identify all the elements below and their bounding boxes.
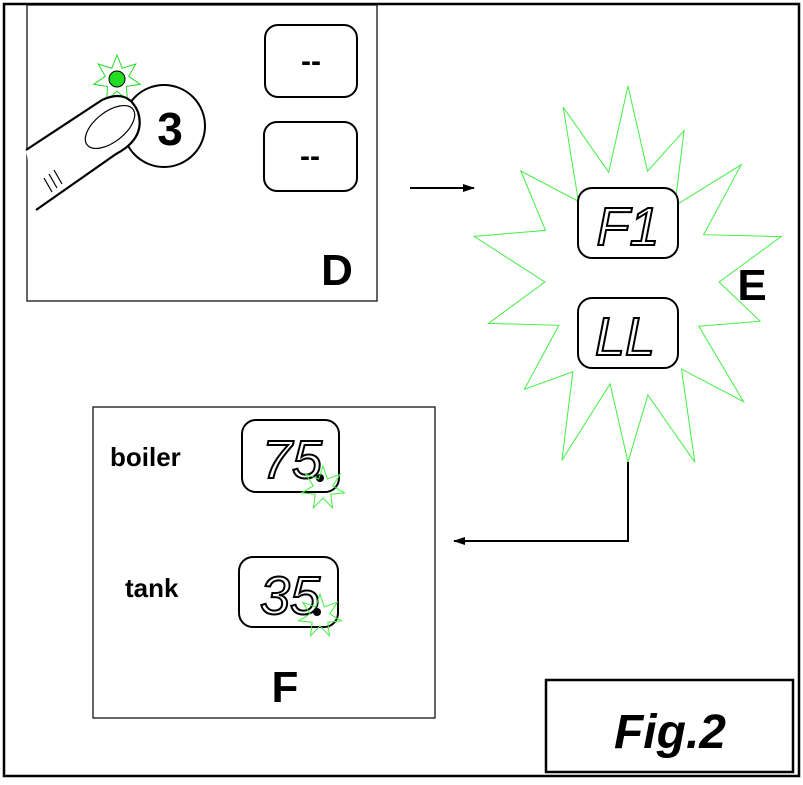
boiler-decimal-dot — [316, 474, 324, 482]
tank-decimal-dot — [313, 608, 321, 616]
display-e-bottom — [577, 297, 679, 369]
panel-e-letter: E — [737, 261, 766, 310]
finger-icon — [25, 94, 141, 211]
boiler-display — [241, 419, 340, 493]
panel-d-letter: D — [321, 246, 353, 295]
panel-f: boiler 75 tank 35 F — [92, 406, 436, 719]
display-e-top-text: F1 — [596, 197, 659, 257]
tank-label: tank — [125, 573, 179, 603]
caption-box: Fig.2 — [544, 678, 795, 774]
tank-sparkle-icon — [297, 592, 343, 638]
caption-frame — [544, 678, 795, 774]
display-d-top — [264, 24, 358, 98]
starburst-icon — [472, 85, 783, 464]
boiler-sparkle-icon — [300, 464, 346, 510]
indicator-sparkle-icon — [92, 53, 142, 102]
boiler-value: 75 — [262, 430, 323, 490]
tank-value: 35 — [260, 566, 321, 626]
button-3-label: 3 — [157, 103, 183, 155]
boiler-label: boiler — [110, 442, 181, 472]
display-d-bottom-text: -- — [300, 140, 320, 173]
tank-display — [238, 556, 339, 628]
display-e-top — [577, 187, 679, 259]
display-d-bottom — [263, 121, 358, 192]
panel-f-letter: F — [272, 663, 299, 712]
panel-d: 3 -- -- D — [25, 4, 378, 302]
panel-e: F1 LL E — [472, 85, 783, 464]
indicator-led — [108, 70, 126, 88]
figure-caption: Fig.2 — [614, 706, 726, 759]
display-e-bottom-text: LL — [595, 307, 655, 367]
arrow-e-to-f — [453, 462, 629, 545]
display-d-top-text: -- — [301, 45, 321, 78]
